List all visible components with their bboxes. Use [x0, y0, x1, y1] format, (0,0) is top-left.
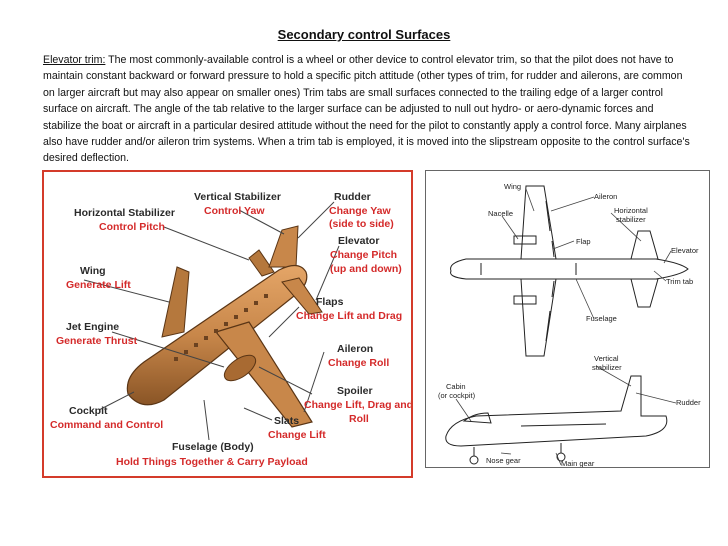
label-rudder: Rudder — [334, 191, 371, 203]
label-r-rudder: Rudder — [676, 398, 701, 407]
label-r-fuselage: Fuselage — [586, 314, 617, 323]
label-rudder-sub1: Change Yaw — [329, 205, 391, 217]
label-horizontal-stabilizer: Horizontal Stabilizer — [74, 207, 175, 219]
label-cockpit-sub: Command and Control — [50, 419, 163, 431]
label-aileron-sub: Change Roll — [328, 357, 389, 369]
paragraph-lead: Elevator trim: — [43, 54, 106, 66]
label-elevator-sub2: (up and down) — [330, 263, 402, 275]
top-view-airplane — [450, 185, 689, 357]
label-cockpit: Cockpit — [69, 405, 108, 417]
label-r-wing: Wing — [504, 182, 521, 191]
label-vertical-stabilizer-sub: Control Yaw — [204, 205, 265, 217]
label-flaps-sub: Change Lift and Drag — [296, 310, 402, 322]
label-wing-sub: Generate Lift — [66, 279, 131, 291]
label-r-main-gear: Main gear — [561, 459, 595, 467]
label-vertical-stabilizer: Vertical Stabilizer — [194, 191, 281, 203]
label-r-vertical-stabilizer2: stabilizer — [592, 363, 622, 372]
label-r-nose-gear: Nose gear — [486, 456, 521, 465]
label-r-horizontal-stabilizer2: stabilizer — [616, 215, 646, 224]
line-drawing-illustration: Wing Aileron Nacelle Horizontal stabiliz… — [438, 182, 701, 468]
side-view-airplane — [445, 375, 668, 465]
label-jet-engine-sub: Generate Thrust — [56, 335, 138, 347]
label-r-aileron: Aileron — [594, 192, 617, 201]
label-r-cabin1: Cabin — [446, 382, 466, 391]
label-r-cabin2: (or cockpit) — [438, 391, 476, 400]
label-r-vertical-stabilizer1: Vertical — [594, 354, 619, 363]
label-aileron: Aileron — [337, 343, 373, 355]
label-r-elevator: Elevator — [671, 246, 699, 255]
label-r-nacelle: Nacelle — [488, 209, 513, 218]
label-spoiler-sub1: Change Lift, Drag and — [304, 399, 411, 411]
label-wing: Wing — [80, 265, 106, 277]
label-spoiler-sub2: Roll — [349, 413, 369, 425]
label-horizontal-stabilizer-sub: Control Pitch — [99, 221, 165, 233]
right-leader-lines — [455, 188, 677, 466]
label-slats-sub: Change Lift — [268, 429, 326, 441]
page-title: Secondary control Surfaces — [277, 27, 451, 42]
label-rudder-sub2: (side to side) — [329, 218, 394, 230]
label-elevator: Elevator — [338, 235, 379, 247]
label-jet-engine: Jet Engine — [66, 321, 119, 333]
control-surfaces-line-diagram: Wing Aileron Nacelle Horizontal stabiliz… — [425, 170, 710, 468]
label-r-flap: Flap — [576, 237, 591, 246]
label-r-horizontal-stabilizer1: Horizontal — [614, 206, 648, 215]
label-r-trim-tab: Trim tab — [666, 277, 693, 286]
airplane-parts-diagram: Vertical Stabilizer Control Yaw Horizont… — [42, 170, 413, 478]
label-fuselage-sub: Hold Things Together & Carry Payload — [116, 456, 308, 468]
paragraph-body: The most commonly-available control is a… — [43, 54, 690, 165]
label-elevator-sub1: Change Pitch — [330, 249, 397, 261]
label-flaps: Flaps — [316, 296, 344, 308]
label-fuselage: Fuselage (Body) — [172, 441, 254, 453]
airplane-illustration: Vertical Stabilizer Control Yaw Horizont… — [50, 191, 413, 468]
label-slats: Slats — [274, 415, 299, 427]
label-spoiler: Spoiler — [337, 385, 373, 397]
airplane-shape — [126, 225, 323, 428]
elevator-trim-paragraph: Elevator trim: The most commonly-availab… — [43, 52, 693, 167]
leader-lines — [83, 201, 340, 441]
